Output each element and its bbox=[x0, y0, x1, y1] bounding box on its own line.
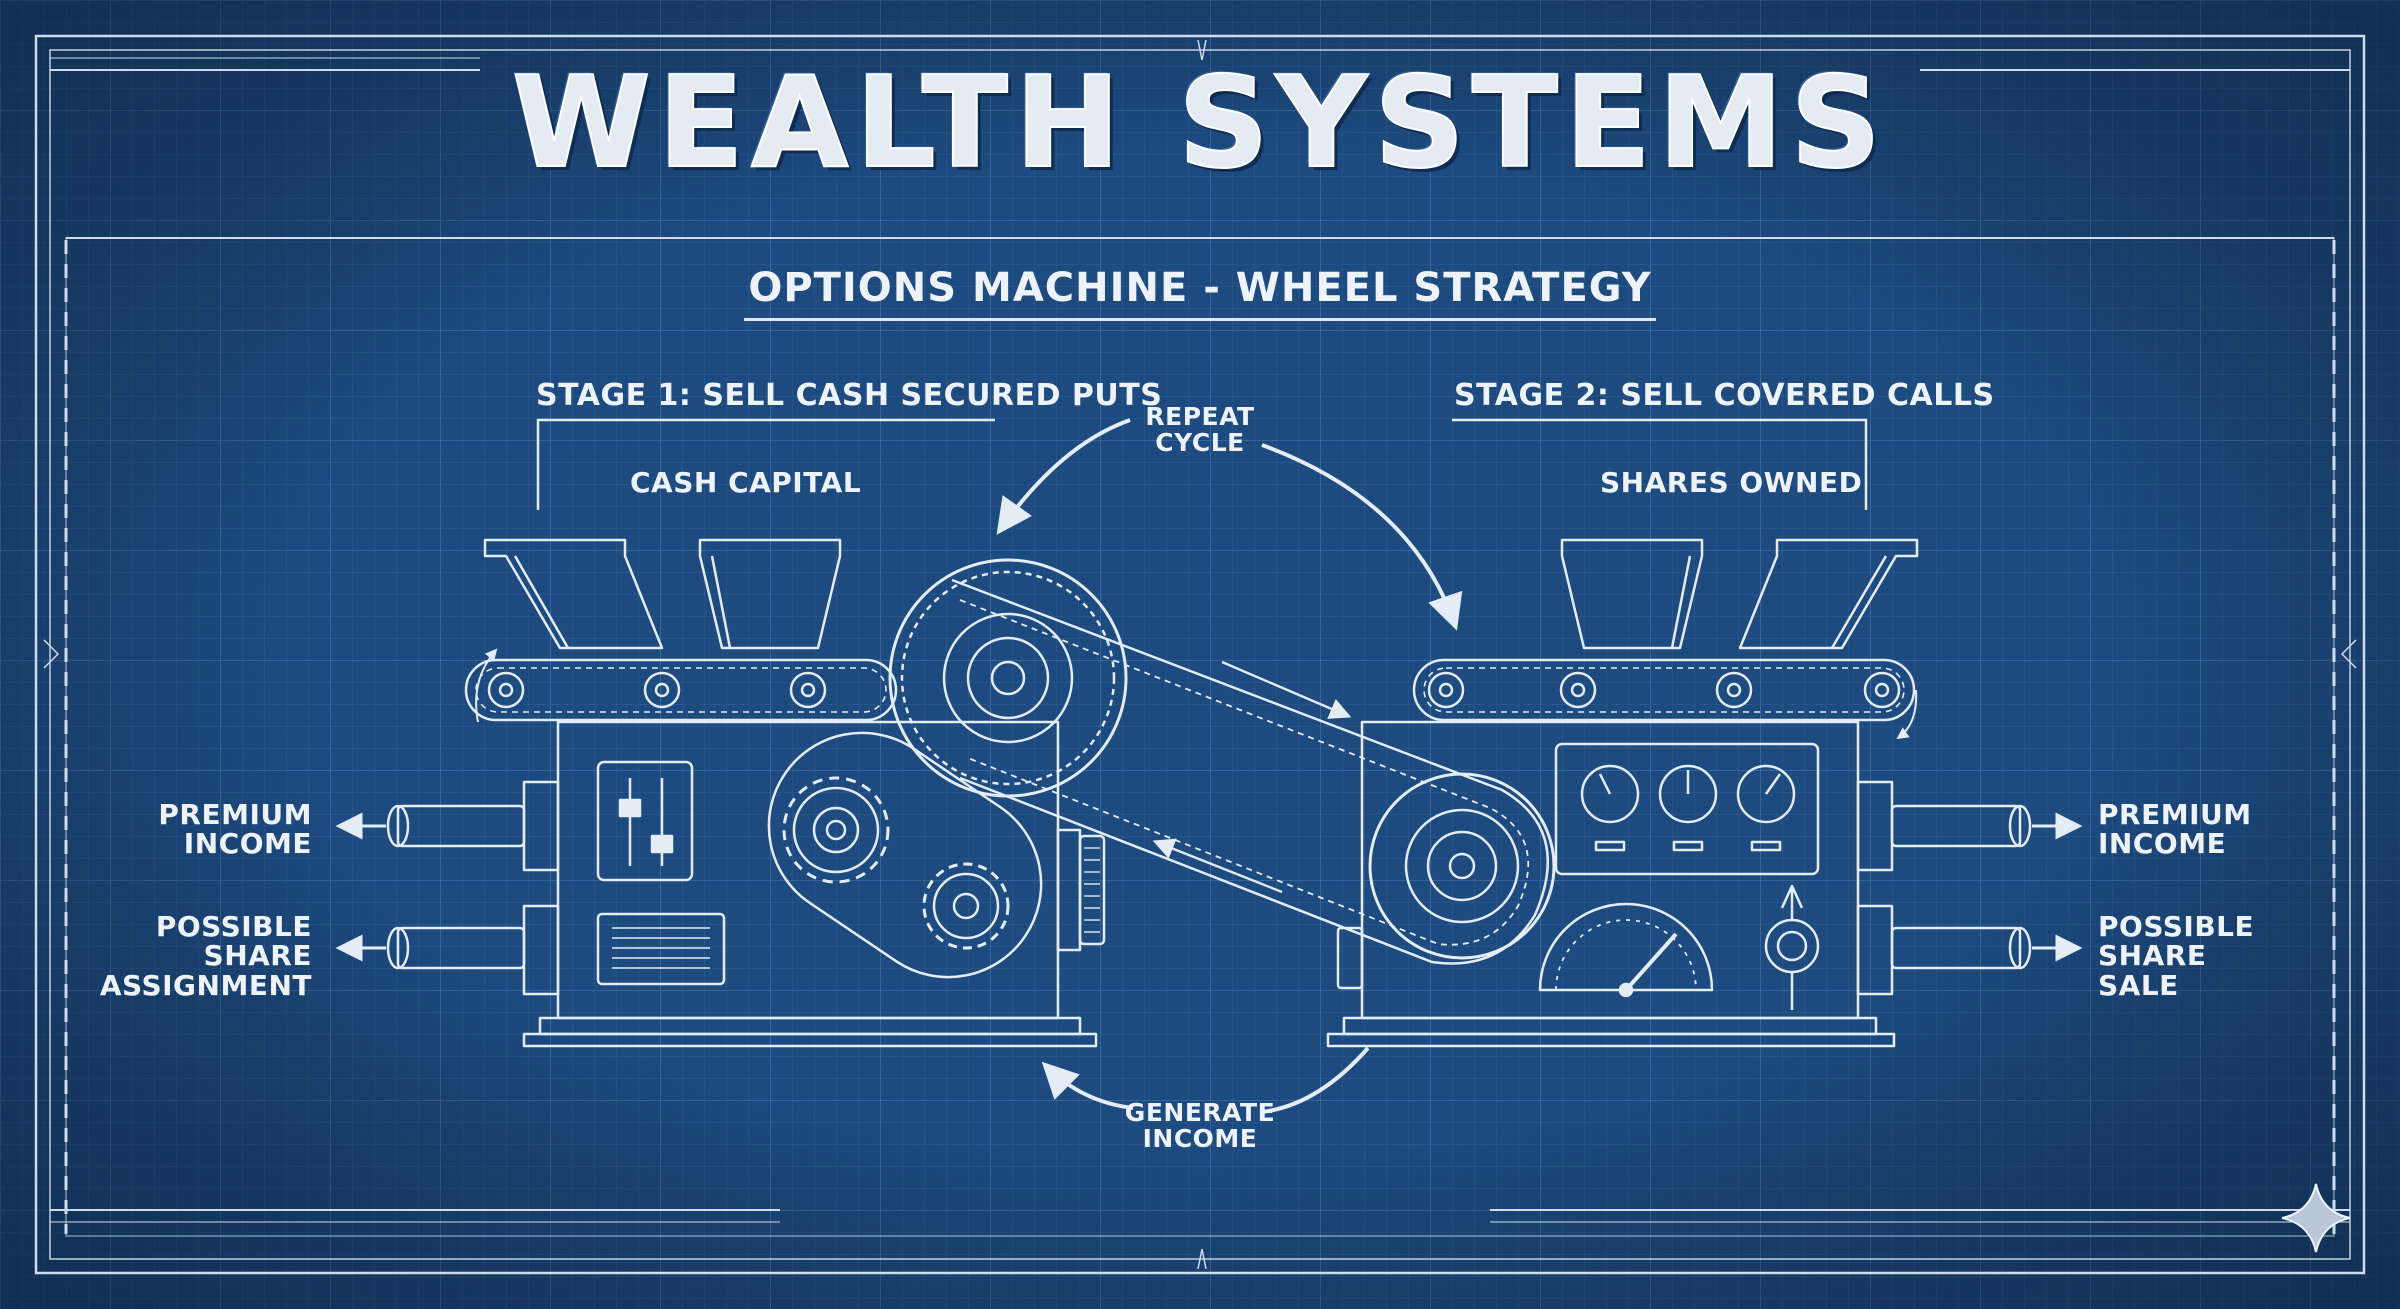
cycle-arrows bbox=[996, 418, 1463, 1114]
stage1-premium-income: PREMIUM INCOME bbox=[158, 798, 312, 861]
stage1-title: STAGE 1: SELL CASH SECURED PUTS bbox=[536, 378, 1163, 413]
page-title: WEALTH SYSTEMS bbox=[511, 49, 1889, 196]
left-machine bbox=[386, 538, 1106, 1048]
right-machine bbox=[1326, 538, 2032, 1048]
repeat-cycle-label: REPEAT CYCLE bbox=[1145, 402, 1255, 458]
frame-border bbox=[34, 34, 2366, 1275]
sparkle-icon bbox=[2281, 1183, 2351, 1253]
stage-brackets bbox=[536, 418, 1868, 510]
stage1-input-label: CASH CAPITAL bbox=[630, 466, 862, 499]
stage2-input-label: SHARES OWNED bbox=[1600, 466, 1863, 499]
generate-income-label: GENERATE INCOME bbox=[1124, 1098, 1276, 1154]
stage2-premium-income: PREMIUM INCOME bbox=[2098, 798, 2252, 861]
belt-drive bbox=[888, 558, 1556, 965]
output-arrows bbox=[335, 812, 2083, 962]
page-subtitle-text: OPTIONS MACHINE - WHEEL STRATEGY bbox=[744, 268, 1656, 321]
stage1-share-assignment: POSSIBLE SHARE ASSIGNMENT bbox=[99, 910, 312, 1002]
stage2-share-sale: POSSIBLE SHARE SALE bbox=[2098, 910, 2255, 1002]
stage2-title: STAGE 2: SELL COVERED CALLS bbox=[1454, 378, 1995, 413]
page-subtitle: OPTIONS MACHINE - WHEEL STRATEGY bbox=[0, 268, 2400, 321]
